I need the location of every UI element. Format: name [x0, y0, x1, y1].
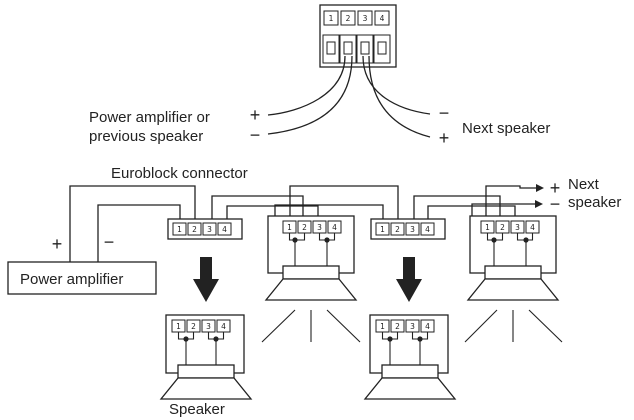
- pin-number: 1: [485, 223, 490, 232]
- plus-sign: +: [550, 178, 561, 198]
- top-connector-pins: 1 2 3 4: [323, 10, 390, 26]
- pin-number: 4: [222, 225, 227, 234]
- pin-number: 2: [346, 14, 351, 23]
- label-power-amp-or-previous: Power amplifier or: [89, 109, 210, 126]
- top-connector-sockets: [322, 34, 391, 64]
- pin-number: 3: [206, 322, 211, 331]
- wire-out-minus: [362, 55, 431, 115]
- speaker-d: 1 2 3 4: [464, 215, 563, 343]
- sound-ray: [261, 309, 296, 343]
- plus-sign: +: [250, 105, 261, 125]
- pin-number: 2: [191, 322, 196, 331]
- pin-number: 1: [380, 322, 385, 331]
- label-power-amp-or-previous: previous speaker: [89, 128, 203, 145]
- minus-sign: −: [250, 125, 261, 145]
- pin-number: 2: [192, 225, 197, 234]
- pin-number: 3: [410, 322, 415, 331]
- pin-number: 4: [221, 322, 226, 331]
- pin-number: 3: [317, 223, 322, 232]
- pin-number: 2: [395, 322, 400, 331]
- speaker-c: 1 2 3 4: [363, 314, 457, 400]
- sound-ray: [464, 309, 498, 343]
- pin-number: 1: [287, 223, 292, 232]
- wire-out-plus: [368, 55, 431, 138]
- pin-number: 2: [500, 223, 505, 232]
- wire-in-minus: [267, 55, 353, 135]
- label-speaker: Speaker: [169, 401, 225, 418]
- pin-number: 2: [302, 223, 307, 232]
- pin-number: 4: [380, 14, 385, 23]
- label-next-speaker: speaker: [568, 194, 621, 211]
- label-power-amplifier: Power amplifier: [20, 271, 123, 288]
- pin-number: 3: [207, 225, 212, 234]
- label-euroblock-connector: Euroblock connector: [111, 165, 248, 182]
- down-arrow-right: [396, 257, 422, 302]
- speaker-b: 1 2 3 4: [261, 215, 361, 343]
- euroblock-connector-c: 1 2 3 4: [370, 218, 446, 240]
- pin-number: 1: [329, 14, 334, 23]
- speaker-a: 1 2 3 4: [159, 314, 253, 400]
- pin-number: 4: [425, 322, 430, 331]
- minus-sign: −: [104, 232, 115, 252]
- minus-sign: −: [439, 103, 450, 123]
- down-arrow-left: [193, 257, 219, 302]
- pin-number: 4: [530, 223, 535, 232]
- plus-sign: +: [52, 234, 63, 254]
- pin-number: 4: [332, 223, 337, 232]
- sound-ray: [326, 309, 361, 343]
- wire-in-plus: [267, 55, 346, 116]
- power-amplifier: Power amplifier: [7, 261, 157, 295]
- top-connector: 1 2 3 4: [267, 4, 431, 138]
- wiring-bus: [69, 184, 544, 262]
- sound-ray: [528, 309, 563, 343]
- pin-number: 3: [515, 223, 520, 232]
- pin-number: 1: [380, 225, 385, 234]
- plus-sign: +: [439, 128, 450, 148]
- euroblock-connector-a: 1 2 3 4: [167, 218, 243, 240]
- label-next-speaker-top: Next speaker: [462, 120, 550, 137]
- pin-number: 3: [363, 14, 368, 23]
- label-next: Next: [568, 176, 600, 193]
- pin-number: 4: [425, 225, 430, 234]
- pin-number: 1: [177, 225, 182, 234]
- minus-sign: −: [550, 194, 561, 214]
- pin-number: 2: [395, 225, 400, 234]
- pin-number: 3: [410, 225, 415, 234]
- pin-number: 1: [176, 322, 181, 331]
